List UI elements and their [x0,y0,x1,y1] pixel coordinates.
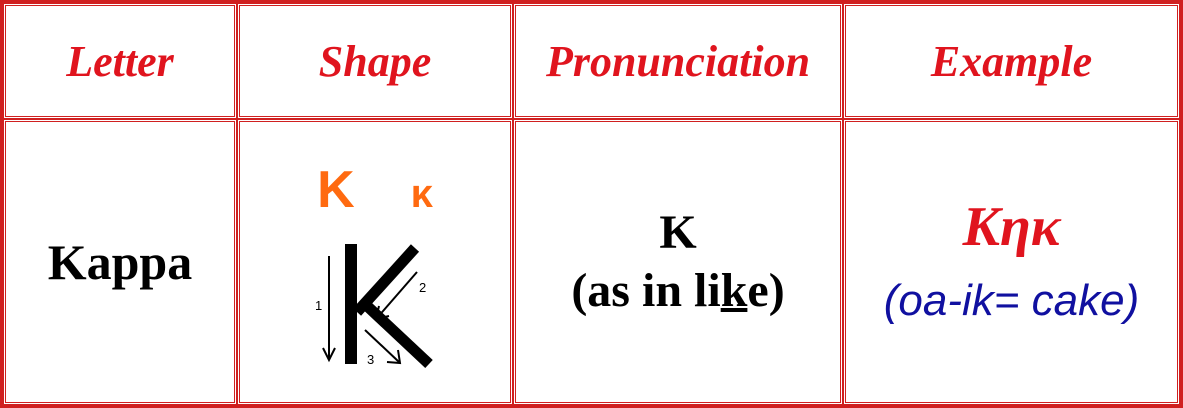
letter-name: Kappa [47,234,193,290]
stroke-lower-diagonal [361,299,433,368]
example-cell: Κηκ (oa-ik= cake) [843,119,1180,405]
shape-letters: Κ κ [240,160,510,220]
header-pronunciation: Pronunciation [513,3,843,119]
shape-uppercase: Κ [317,161,355,219]
alphabet-table-grid: Letter Shape Pronunciation Example Kappa… [3,3,1180,405]
pronunciation-hint-underlined: k [720,264,748,317]
shape-cell: Κ κ 1 2 [237,119,513,405]
header-shape-label: Shape [318,36,432,86]
header-example: Example [843,3,1180,119]
pronunciation-hint-prefix: (as in li [571,264,721,317]
pronunciation-hint: (as in like) [516,262,840,320]
pronunciation-sound: K [659,206,697,259]
shape-lowercase: κ [410,172,433,216]
arrow-1-head-icon [322,347,336,363]
example-word: Κηκ [962,196,1061,258]
header-row: Letter Shape Pronunciation Example [3,3,1180,119]
example-meaning: (oa-ik= cake) [883,276,1140,325]
letter-cell: Kappa [3,119,237,405]
pronunciation-hint-suffix: e) [747,264,785,317]
pronunciation-cell: K (as in like) [513,119,843,405]
stroke-upper-diagonal [352,244,420,316]
arrow-2-icon [376,271,418,319]
stroke-number-1: 1 [315,298,322,313]
header-shape: Shape [237,3,513,119]
header-example-label: Example [930,36,1093,86]
arrow-3-icon [364,329,400,363]
stroke-number-3: 3 [367,352,374,367]
arrow-2-head-icon [374,305,390,321]
header-pronunciation-label: Pronunciation [545,36,811,86]
stroke-order-diagram: 1 2 3 [315,244,433,368]
stroke-number-2: 2 [419,280,426,295]
arrow-3-head-icon [386,349,402,365]
header-letter: Letter [3,3,237,119]
table-row: Kappa Κ κ 1 [3,119,1180,405]
header-letter-label: Letter [66,36,174,86]
